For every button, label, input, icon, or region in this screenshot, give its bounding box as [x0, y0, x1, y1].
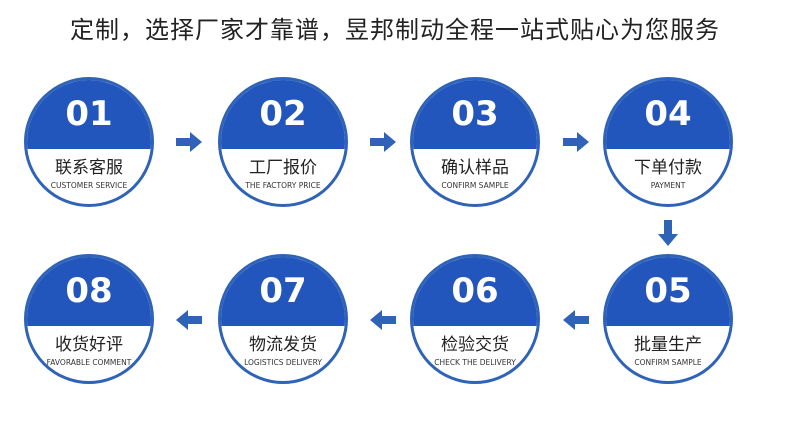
- step-number: 06: [451, 271, 499, 311]
- page-title: 定制，选择厂家才靠谱，昱邦制动全程一站式贴心为您服务: [70, 16, 720, 44]
- step-5: 05 批量生产 CONFIRM SAMPLE: [603, 254, 733, 384]
- arrow-left-icon: [176, 310, 202, 330]
- arrow-right-icon: [176, 132, 202, 152]
- step-label: 检验交货: [441, 335, 509, 355]
- step-subtitle: PAYMENT: [650, 181, 686, 190]
- arrow-right-icon: [370, 132, 396, 152]
- step-number: 02: [259, 94, 307, 134]
- step-3: 03 确认样品 CONFIRM SAMPLE: [410, 77, 540, 207]
- step-label: 批量生产: [634, 335, 702, 355]
- step-label: 确认样品: [441, 158, 509, 178]
- step-subtitle: CHECK THE DELIVERY: [434, 358, 516, 367]
- step-4: 04 下单付款 PAYMENT: [603, 77, 733, 207]
- arrow-down-icon: [658, 220, 678, 246]
- step-1: 01 联系客服 CUSTOMER SERVICE: [24, 77, 154, 207]
- step-6: 06 检验交货 CHECK THE DELIVERY: [410, 254, 540, 384]
- step-7: 07 物流发货 LOGISTICS DELIVERY: [218, 254, 348, 384]
- step-label: 联系客服: [55, 158, 123, 178]
- step-subtitle: CONFIRM SAMPLE: [441, 181, 509, 190]
- step-8: 08 收货好评 FAVORABLE COMMENT: [24, 254, 154, 384]
- step-label: 物流发货: [249, 335, 317, 355]
- arrow-left-icon: [563, 310, 589, 330]
- step-2: 02 工厂报价 THE FACTORY PRICE: [218, 77, 348, 207]
- step-subtitle: CONFIRM SAMPLE: [634, 358, 702, 367]
- arrow-left-icon: [370, 310, 396, 330]
- step-subtitle: LOGISTICS DELIVERY: [244, 358, 322, 367]
- step-subtitle: THE FACTORY PRICE: [245, 181, 321, 190]
- step-number: 03: [451, 94, 499, 134]
- step-number: 01: [65, 94, 113, 134]
- step-label: 收货好评: [55, 335, 123, 355]
- step-subtitle: CUSTOMER SERVICE: [50, 181, 128, 190]
- step-number: 08: [65, 271, 113, 311]
- step-label: 下单付款: [634, 158, 702, 178]
- step-label: 工厂报价: [249, 158, 317, 178]
- step-number: 05: [644, 271, 692, 311]
- step-number: 07: [259, 271, 307, 311]
- step-number: 04: [644, 94, 692, 134]
- arrow-right-icon: [563, 132, 589, 152]
- step-subtitle: FAVORABLE COMMENT: [46, 358, 132, 367]
